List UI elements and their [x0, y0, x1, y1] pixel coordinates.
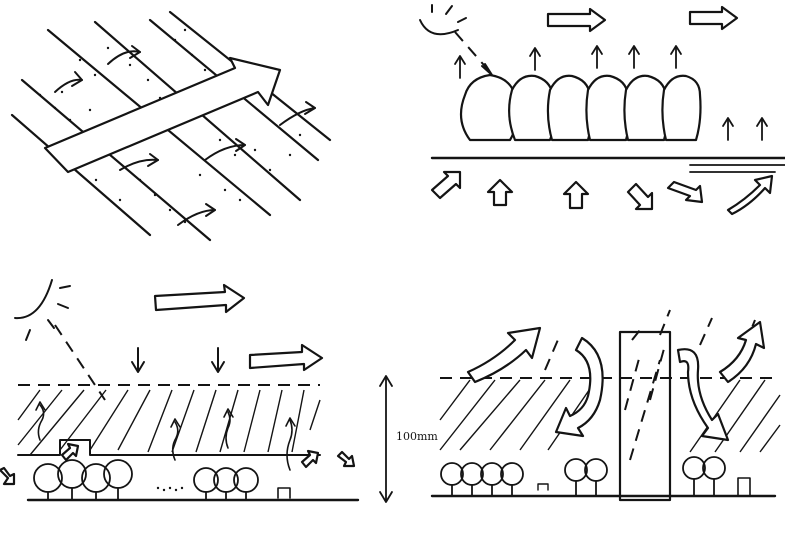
- wind-arrow-icon: [466, 320, 766, 442]
- tree-icon: [33, 459, 259, 501]
- sun-icon: [14, 279, 71, 341]
- tree-icon: [440, 456, 726, 496]
- wind-arrow-icon: [153, 283, 324, 372]
- ground-arrows: [430, 170, 774, 216]
- small-building: [277, 487, 291, 499]
- small-structure: [537, 483, 549, 491]
- upward-arrow-icon: [454, 45, 768, 141]
- hatched-zone: [439, 379, 781, 453]
- small-wind-arrows: [54, 45, 316, 226]
- tree-row: [459, 73, 702, 142]
- sun-ray: [454, 31, 491, 73]
- panel-top-right: [419, 4, 785, 216]
- wind-arrow-icon: [546, 5, 739, 33]
- water-lines: [689, 164, 785, 173]
- panel-bottom-right: 100mm: [379, 309, 781, 503]
- hatched-zone: [17, 389, 321, 456]
- small-dots: [156, 486, 184, 492]
- tall-building: [618, 330, 672, 502]
- downward-arrows: [131, 347, 225, 373]
- main-wind-arrow: [43, 56, 282, 174]
- sun-icon: [419, 4, 467, 36]
- upward-arrow-icon: [35, 401, 296, 471]
- panel-top-left: [10, 10, 332, 242]
- canopy-outline: [17, 439, 321, 456]
- panel-bottom-left: [0, 279, 360, 502]
- height-label: 100mm: [396, 430, 438, 443]
- height-dimension: [379, 375, 393, 503]
- small-hollow-arrows: [0, 442, 356, 486]
- sun-ray: [54, 324, 106, 401]
- small-building: [737, 477, 751, 496]
- wind-streaks: [544, 309, 756, 411]
